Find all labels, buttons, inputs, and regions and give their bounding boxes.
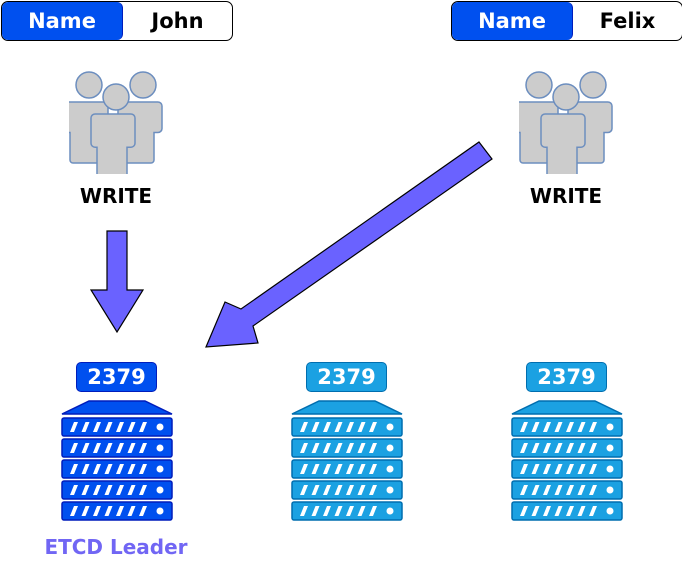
port-badge: 2379	[526, 362, 607, 392]
etcd-leader-label: ETCD Leader	[44, 535, 188, 559]
port-badge: 2379	[306, 362, 387, 392]
write-label: WRITE	[529, 184, 603, 208]
arrow-down-icon	[89, 230, 145, 334]
arrow-diagonal-icon	[205, 141, 493, 348]
client-name-john: Name John	[1, 1, 233, 41]
server-rack-icon	[511, 400, 623, 521]
name-value: Felix	[599, 9, 656, 33]
server-rack-icon	[291, 400, 403, 521]
name-key-label: Name	[2, 2, 123, 40]
client-name-felix: Name Felix	[451, 1, 682, 41]
port-badge: 2379	[76, 362, 157, 392]
name-key-label: Name	[452, 2, 573, 40]
users-group-icon	[69, 71, 163, 174]
write-label: WRITE	[79, 184, 153, 208]
server-rack-icon	[61, 400, 173, 521]
users-group-icon	[519, 71, 613, 174]
name-value: John	[151, 9, 204, 33]
